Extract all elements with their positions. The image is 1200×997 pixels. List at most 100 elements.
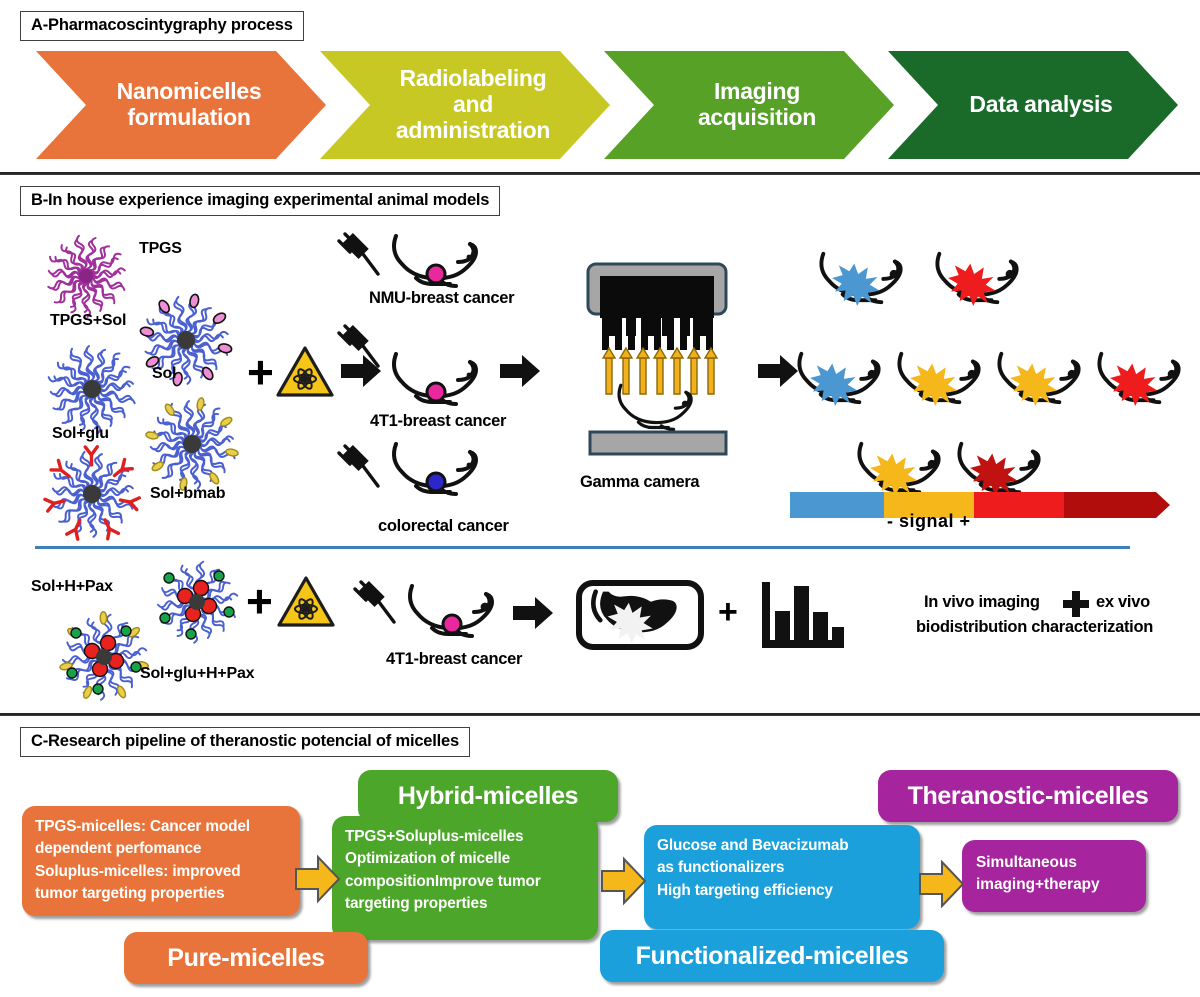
arrow-right-icon-b4 [513, 597, 553, 629]
syringe-icon-nmu [337, 232, 380, 276]
result-mouse-r3c1 [857, 441, 941, 496]
plus-symbol-result: + [718, 593, 738, 631]
panel-a-b-divider [0, 172, 1200, 175]
micelle-label-tpgs-sol: TPGS+Sol [50, 312, 127, 329]
stage-body-line-1: as functionalizers [657, 859, 785, 877]
pipeline-arrow-1 [295, 854, 341, 904]
in-vivo-imaging-label: In vivo imaging [924, 593, 1040, 611]
stage-label-text-functionalized: Functionalized-micelles [635, 941, 909, 970]
mouse-icon-nmu [392, 234, 478, 288]
micelle-label-tpgs: TPGS [139, 240, 182, 257]
animal-model-label-nmu: NMU-breast cancer [369, 289, 515, 307]
stage-body-line-2: Soluplus-micelles: improved [35, 862, 241, 880]
panel-a-step-data-analysis[interactable]: Data analysis [888, 51, 1178, 159]
chevron-shape [36, 51, 326, 159]
result-mouse-r2c2 [897, 351, 981, 406]
panel-b-subdivider [35, 546, 1130, 549]
micelle-sol [47, 345, 136, 435]
stage-body-line-0: TPGS+Soluplus-micelles [345, 828, 524, 845]
gamma-camera-label: Gamma camera [580, 473, 700, 491]
result-mouse-r2c3 [997, 351, 1081, 406]
stage-body-line-0: TPGS-micelles: Cancer model [35, 818, 250, 835]
mouse-icon-4t1 [392, 352, 478, 406]
gamma-rays [601, 346, 719, 395]
stage-body-pure[interactable]: TPGS-micelles: Cancer model dependent pe… [22, 806, 300, 916]
stage-label-functionalized[interactable]: Functionalized-micelles [600, 930, 944, 982]
plus-symbol-bottom: + [246, 575, 273, 627]
stage-body-line-1: dependent perfomance [35, 840, 202, 858]
result-mouse-r3c2 [957, 441, 1041, 496]
mouse-on-bed-icon [617, 383, 693, 431]
panel-c-title: C-Research pipeline of theranostic poten… [20, 727, 470, 757]
stage-body-theranostic[interactable]: Simultaneous imaging+therapy [962, 840, 1146, 912]
syringe-icon-4t1 [337, 324, 380, 368]
stage-body-line-1: imaging+therapy [976, 876, 1100, 894]
micelle-label-sol-glu-h-pax: Sol+glu+H+Pax [140, 665, 255, 682]
arrow-right-icon-b3 [758, 355, 798, 387]
chevron-shape [888, 51, 1178, 159]
pipeline-arrow-2 [601, 856, 647, 906]
stage-body-functionalized[interactable]: Glucose and Bevacizumab as functionalize… [644, 825, 920, 929]
panel-a-title: A-Pharmacoscintygraphy process [20, 11, 304, 41]
bar-chart-icon [762, 582, 844, 648]
micelle-illustrations-top [43, 234, 239, 541]
signal-scale-bar [790, 492, 1170, 518]
stage-body-hybrid[interactable]: TPGS+Soluplus-micelles Optimization of m… [332, 816, 598, 940]
stage-body-line-0: Simultaneous [976, 854, 1077, 871]
micelle-label-sol-bmab: Sol+bmab [150, 485, 226, 502]
stage-body-line-1: Optimization of micelle [345, 850, 511, 868]
micelle-tpgs-sol [139, 293, 233, 387]
arrow-right-icon-b2 [500, 355, 540, 387]
stage-label-text-hybrid: Hybrid-micelles [397, 781, 579, 810]
stage-label-theranostic[interactable]: Theranostic-micelles [878, 770, 1178, 822]
stage-body-line-0: Glucose and Bevacizumab [657, 837, 849, 854]
result-mouse-r1c2 [935, 251, 1019, 306]
panel-a-step-label-3: Data analysis [969, 91, 1113, 118]
micelle-tpgs [47, 234, 126, 318]
stage-body-line-2: compositionImprove tumor [345, 872, 541, 890]
arrow-right-icon-b1 [341, 355, 381, 387]
syringe-icon-colorectal [337, 444, 380, 488]
micelle-sol-bmab [43, 445, 141, 541]
pipeline-arrow-3 [919, 859, 965, 909]
micelle-illustrations-bottom [59, 560, 239, 701]
stage-body-line-2: High targeting efficiency [657, 881, 833, 899]
stage-label-text-pure: Pure-micelles [167, 943, 325, 972]
plus-icon-result-text [1063, 591, 1089, 617]
ex-vivo-label: ex vivo [1096, 593, 1150, 611]
gamma-camera-icon [586, 262, 728, 456]
radioactive-hazard-icon-bottom [277, 576, 335, 627]
in-vivo-imaging-icon [576, 580, 704, 650]
animal-model-label-colorectal: colorectal cancer [378, 517, 509, 535]
chevron-shape [320, 51, 610, 159]
chevron-shape [604, 51, 894, 159]
mouse-icon-colorectal [392, 442, 478, 496]
micelle-sol-glu-h-pax [59, 611, 150, 701]
panel-b-c-divider [0, 713, 1200, 716]
mouse-icon-4t1-bottom [408, 584, 494, 638]
micelle-sol-glu [145, 397, 239, 491]
in-vivo-result-text-line2: biodistribution characterization [916, 618, 1154, 636]
animal-model-label-4t1-bottom: 4T1-breast cancer [386, 650, 523, 668]
micelle-label-sol-glu: Sol+glu [52, 425, 109, 442]
result-mouse-r2c1 [797, 351, 881, 406]
micelle-label-sol: Sol [152, 365, 177, 382]
in-vivo-result-text-line1: In vivo imaging [924, 593, 1040, 612]
plus-symbol-top: + [247, 346, 274, 398]
syringe-icon-4t1-bottom [353, 580, 396, 624]
signal-scale-caption: - signal + [887, 511, 971, 531]
stage-label-hybrid[interactable]: Hybrid-micelles [358, 770, 618, 822]
result-mouse-r1c1 [819, 251, 903, 306]
stage-label-pure[interactable]: Pure-micelles [124, 932, 368, 984]
micelle-label-sol-h-pax: Sol+H+Pax [31, 578, 113, 595]
animal-model-label-4t1: 4T1-breast cancer [370, 412, 507, 430]
stage-body-line-3: tumor targeting properties [35, 884, 225, 902]
stage-body-line-3: targeting properties [345, 894, 488, 912]
stage-label-text-theranostic: Theranostic-micelles [907, 781, 1149, 810]
